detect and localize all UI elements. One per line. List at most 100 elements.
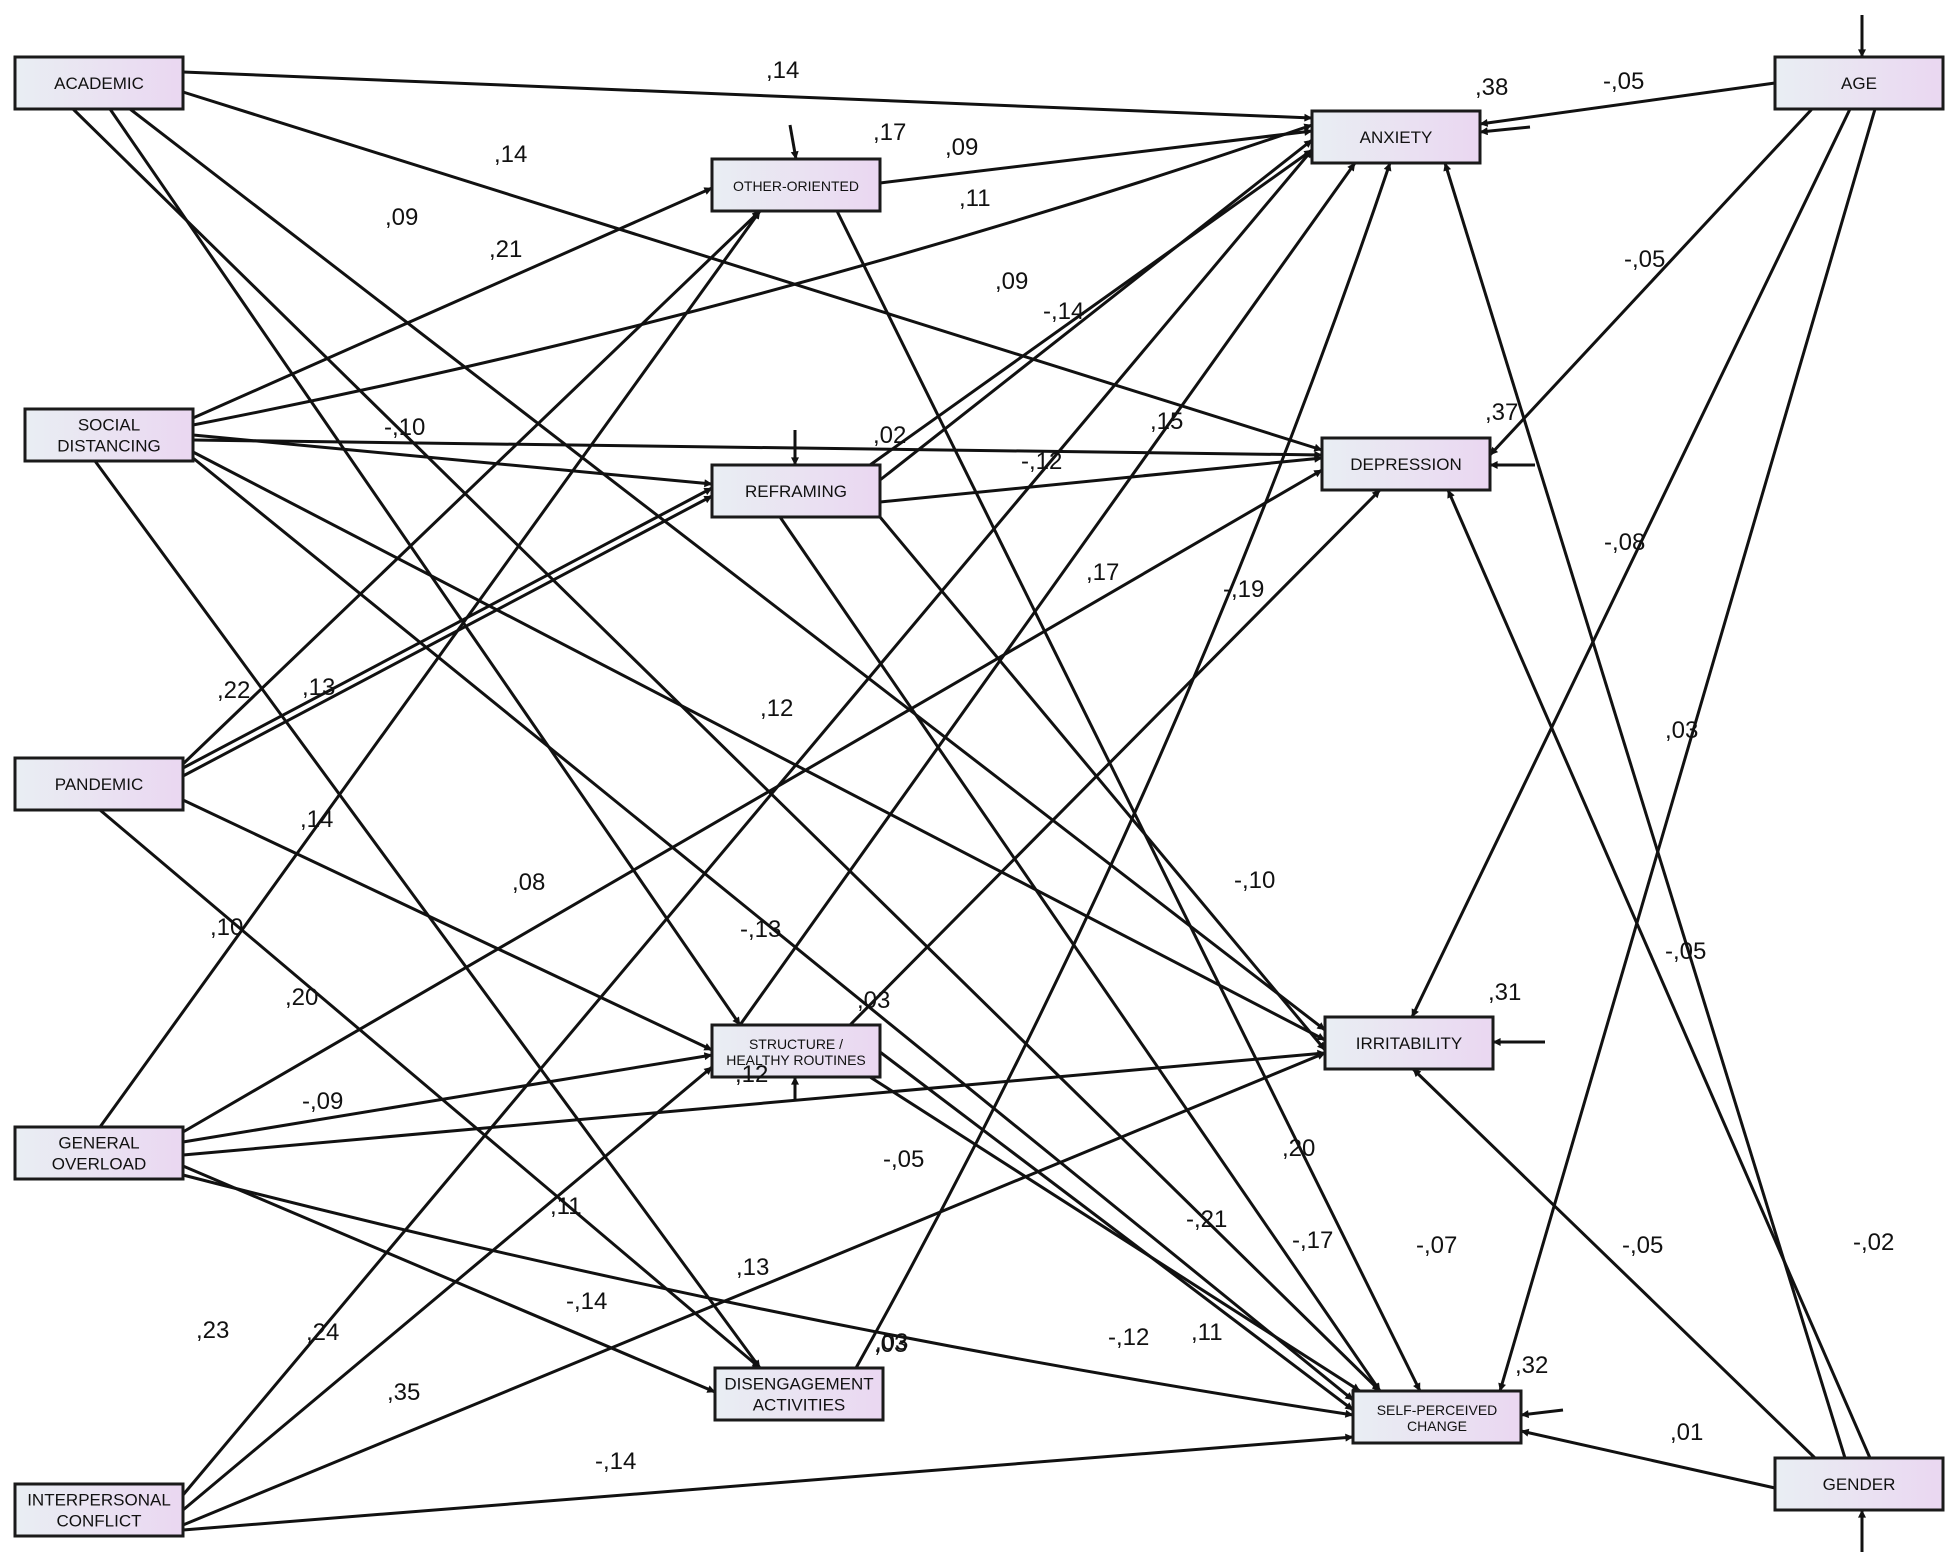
r-squared-structure: ,12 bbox=[735, 1061, 768, 1088]
edges-layer bbox=[71, 70, 1877, 1532]
coef-overload-to-depression: ,17 bbox=[1086, 559, 1119, 586]
coef-social-to-anxiety: ,11 bbox=[959, 185, 991, 212]
coef-label: ,03 bbox=[857, 987, 890, 1014]
node-social: SOCIAL DISTANCING bbox=[23, 407, 195, 463]
coef-social-to-disengagement: ,13 bbox=[302, 674, 335, 701]
nodes-layer: ACADEMICSOCIALDISTANCINGPANDEMICGENERALO… bbox=[13, 55, 1945, 1538]
node-box bbox=[1310, 109, 1482, 165]
coef-overload-to-structure: -,09 bbox=[302, 1088, 343, 1115]
coef-interpersonal-to-irritability: ,35 bbox=[387, 1379, 420, 1406]
coef-age-to-irritability: -,08 bbox=[1604, 529, 1645, 556]
node-box bbox=[1320, 436, 1492, 492]
edge-reframing-to-spc bbox=[778, 516, 1382, 1392]
node-box bbox=[1773, 55, 1945, 111]
edge-reframing-to-anxiety bbox=[879, 138, 1313, 482]
node-box bbox=[710, 157, 882, 213]
edge-overload-to-irritability bbox=[182, 1049, 1326, 1157]
edge-social-to-depression bbox=[192, 438, 1323, 459]
edge-pandemic-to-structure bbox=[182, 798, 713, 1052]
node-box bbox=[13, 1482, 185, 1538]
edge-structure-to-depression bbox=[848, 488, 1382, 1027]
edge-academic-to-structure bbox=[108, 108, 742, 1026]
error-term-arrow bbox=[1520, 1408, 1564, 1419]
node-depression: DEPRESSION bbox=[1320, 436, 1492, 492]
edge-reframing-to-anxiety bbox=[869, 148, 1313, 467]
edge-social-to-other bbox=[192, 186, 713, 420]
coef-pandemic-to-structure: ,14 bbox=[300, 806, 333, 833]
node-box bbox=[710, 1023, 882, 1079]
coef-structure-to-depression: -,19 bbox=[1223, 576, 1264, 603]
node-irritability: IRRITABILITY bbox=[1323, 1015, 1495, 1071]
edge-academic-to-anxiety bbox=[182, 70, 1313, 122]
node-label: DISENGAGEMENT bbox=[724, 1375, 873, 1394]
edge-overload-to-depression bbox=[182, 468, 1323, 1134]
coef-reframing-to-anxiety: -,14 bbox=[1043, 298, 1084, 325]
edge-academic-to-spc bbox=[71, 107, 1382, 1393]
node-label: GENDER bbox=[1823, 1475, 1896, 1494]
node-box bbox=[1773, 1456, 1945, 1512]
edge-pandemic-to-reframing bbox=[182, 494, 713, 778]
node-label: SOCIAL bbox=[78, 416, 140, 435]
coef-reframing-to-anxiety: ,09 bbox=[995, 268, 1028, 295]
edge-disengagement-to-anxiety bbox=[854, 162, 1392, 1369]
error-term-arrow bbox=[788, 124, 799, 160]
node-label: GENERAL bbox=[58, 1134, 139, 1153]
edge-structure-to-anxiety bbox=[738, 162, 1357, 1026]
edge-academic-to-depression bbox=[182, 90, 1323, 452]
node-label: OVERLOAD bbox=[52, 1155, 146, 1174]
edge-gender-to-spc bbox=[1520, 1428, 1776, 1490]
node-label: STRUCTURE / bbox=[749, 1036, 843, 1052]
edge-overload-to-structure bbox=[182, 1052, 713, 1144]
node-label: SELF-PERCEIVED bbox=[1377, 1402, 1498, 1418]
coef-interpersonal-to-structure: ,24 bbox=[306, 1319, 339, 1346]
coef-age-to-anxiety: -,05 bbox=[1603, 68, 1644, 95]
node-label: CHANGE bbox=[1407, 1418, 1467, 1434]
node-label: ANXIETY bbox=[1360, 128, 1433, 147]
node-label: AGE bbox=[1841, 74, 1877, 93]
edge-age-to-spc bbox=[1498, 108, 1877, 1392]
coef-social-to-irritability: ,12 bbox=[760, 695, 793, 722]
coef-disengagement-to-anxiety: ,03 bbox=[874, 1331, 907, 1358]
error-arrows-layer bbox=[788, 15, 1866, 1552]
coef-structure-to-anxiety: ,15 bbox=[1150, 408, 1183, 435]
coef-structure-to-spc: -,21 bbox=[1186, 1206, 1227, 1233]
edge-gender-to-depression bbox=[1446, 489, 1872, 1459]
coef-academic-to-depression: ,14 bbox=[494, 141, 527, 168]
edge-age-to-depression bbox=[1488, 107, 1814, 457]
edge-other-to-spc bbox=[835, 210, 1422, 1392]
node-box bbox=[1351, 1389, 1523, 1445]
coef-gender-to-spc: ,01 bbox=[1670, 1419, 1703, 1446]
node-label: DISTANCING bbox=[57, 437, 161, 456]
edge-social-to-irritability bbox=[192, 450, 1326, 1042]
coef-age-to-depression: -,05 bbox=[1624, 246, 1665, 273]
node-gender: GENDER bbox=[1773, 1456, 1945, 1512]
edge-structure-to-spc bbox=[879, 1050, 1354, 1412]
node-box bbox=[713, 1366, 885, 1422]
coef-label: ,11 bbox=[550, 1193, 582, 1220]
edge-gender-to-irritability bbox=[1411, 1067, 1817, 1460]
edge-age-to-anxiety bbox=[1479, 81, 1776, 127]
r-squared-depression: ,37 bbox=[1485, 399, 1518, 426]
node-box bbox=[1323, 1015, 1495, 1071]
node-label: INTERPERSONAL bbox=[27, 1491, 171, 1510]
edge-pandemic-to-disengagement bbox=[99, 808, 761, 1370]
edge-reframing-to-depression bbox=[879, 454, 1323, 504]
r-squared-other: ,17 bbox=[873, 119, 906, 146]
coef-label: -,07 bbox=[1416, 1232, 1457, 1259]
coef-pandemic-to-other: ,22 bbox=[217, 677, 250, 704]
coef-interpersonal-to-spc: -,14 bbox=[595, 1448, 636, 1475]
node-box bbox=[13, 756, 185, 812]
coef-pandemic-to-disengagement: ,20 bbox=[285, 984, 318, 1011]
edge-age-to-irritability bbox=[1410, 108, 1852, 1018]
edge-structure-to-spc bbox=[869, 1075, 1361, 1393]
coef-label: ,23 bbox=[196, 1317, 229, 1344]
edge-other-to-anxiety bbox=[879, 127, 1313, 185]
coef-overload-to-other: ,10 bbox=[210, 914, 243, 941]
coef-age-to-spc: ,03 bbox=[1665, 717, 1698, 744]
r-squared-disengagement: ,03 bbox=[875, 1329, 908, 1356]
edge-academic-to-irritability bbox=[129, 107, 1326, 1032]
node-pandemic: PANDEMIC bbox=[13, 756, 185, 812]
